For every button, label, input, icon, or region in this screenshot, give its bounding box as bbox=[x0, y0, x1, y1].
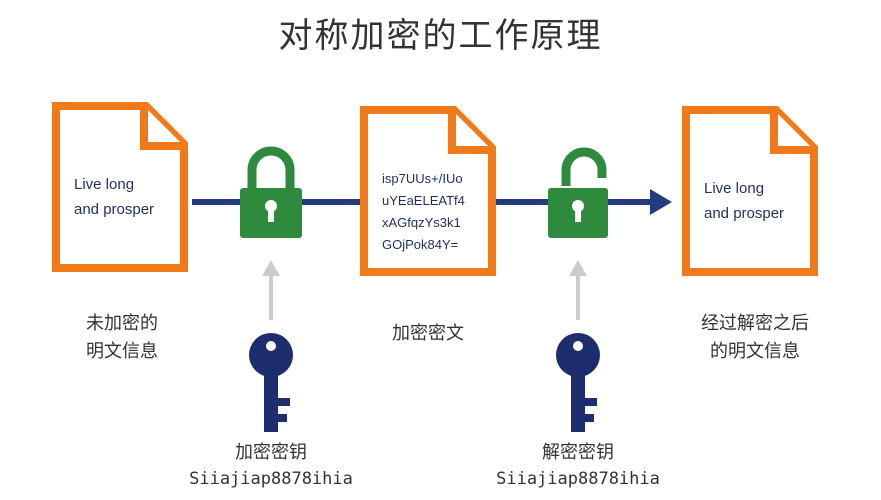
encrypt-key-label: 加密密钥 Siiajiap8878ihia bbox=[181, 440, 361, 492]
encrypt-key-value: Siiajiap8878ihia bbox=[189, 469, 353, 489]
ciphertext-line-3: xAGfqzYs3k1 bbox=[382, 215, 461, 230]
decrypt-key-value: Siiajiap8878ihia bbox=[496, 469, 660, 489]
unencrypted-caption-line-2: 明文信息 bbox=[86, 341, 158, 362]
ciphertext-line-2: uYEaELEATf4 bbox=[382, 193, 465, 208]
decrypted-line-2: and prosper bbox=[704, 205, 785, 222]
unencrypted-caption: 未加密的 明文信息 bbox=[62, 310, 182, 366]
decrypted-caption-line-1: 经过解密之后 bbox=[701, 313, 809, 334]
flow-arrowhead bbox=[650, 189, 672, 215]
decrypted-document-icon bbox=[682, 106, 818, 276]
ciphertext-line-1: isp7UUs+/IUo bbox=[382, 171, 463, 186]
decrypt-key-title: 解密密钥 bbox=[542, 442, 614, 463]
encrypt-key-title: 加密密钥 bbox=[235, 442, 307, 463]
decrypt-key-label: 解密密钥 Siiajiap8878ihia bbox=[488, 440, 668, 492]
encrypt-key-icon bbox=[249, 333, 293, 432]
ciphertext-document-icon bbox=[360, 106, 496, 276]
ciphertext-content: isp7UUs+/IUo uYEaELEATf4 xAGfqzYs3k1 GOj… bbox=[382, 168, 465, 256]
plaintext-line-2: and prosper bbox=[74, 201, 155, 218]
plaintext-document-icon bbox=[52, 102, 188, 272]
unlocked-padlock-icon bbox=[548, 147, 608, 238]
unencrypted-caption-line-1: 未加密的 bbox=[86, 313, 158, 334]
ciphertext-caption: 加密密文 bbox=[392, 323, 464, 344]
decrypted-line-1: Live long bbox=[704, 180, 765, 197]
decrypt-key-arrow bbox=[569, 260, 587, 320]
ciphertext-line-4: GOjPok84Y= bbox=[382, 237, 459, 252]
decrypted-content: Live long and prosper bbox=[704, 176, 784, 226]
encrypt-key-arrow bbox=[262, 260, 280, 320]
plaintext-line-1: Live long bbox=[74, 176, 135, 193]
plaintext-content: Live long and prosper bbox=[74, 172, 154, 222]
decrypted-caption-line-2: 的明文信息 bbox=[710, 341, 800, 362]
page-title: 对称加密的工作原理 bbox=[278, 16, 603, 56]
decrypt-key-icon bbox=[556, 333, 600, 432]
decrypted-caption: 经过解密之后 的明文信息 bbox=[680, 310, 830, 366]
locked-padlock-icon bbox=[240, 146, 302, 238]
